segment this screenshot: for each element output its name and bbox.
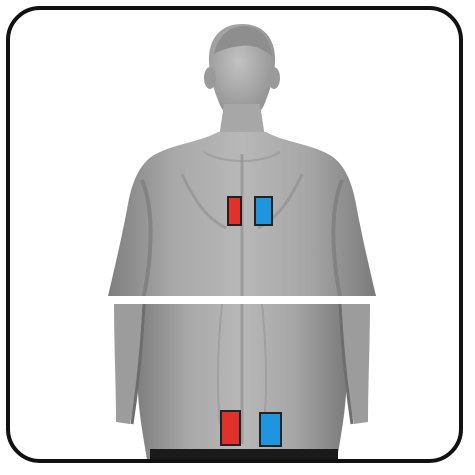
upper-electrode-red — [228, 197, 241, 225]
waistband — [150, 449, 338, 463]
right-ear — [268, 67, 280, 89]
upper-electrode-blue — [255, 197, 272, 225]
left-ear — [204, 67, 216, 89]
lower-back-panel — [114, 304, 370, 463]
upper-back-panel — [108, 24, 376, 296]
lower-electrode-red — [221, 411, 240, 445]
panel-separator — [10, 296, 463, 304]
lower-electrode-blue — [260, 413, 281, 446]
body-illustration — [10, 10, 463, 463]
rounded-frame — [6, 6, 463, 463]
